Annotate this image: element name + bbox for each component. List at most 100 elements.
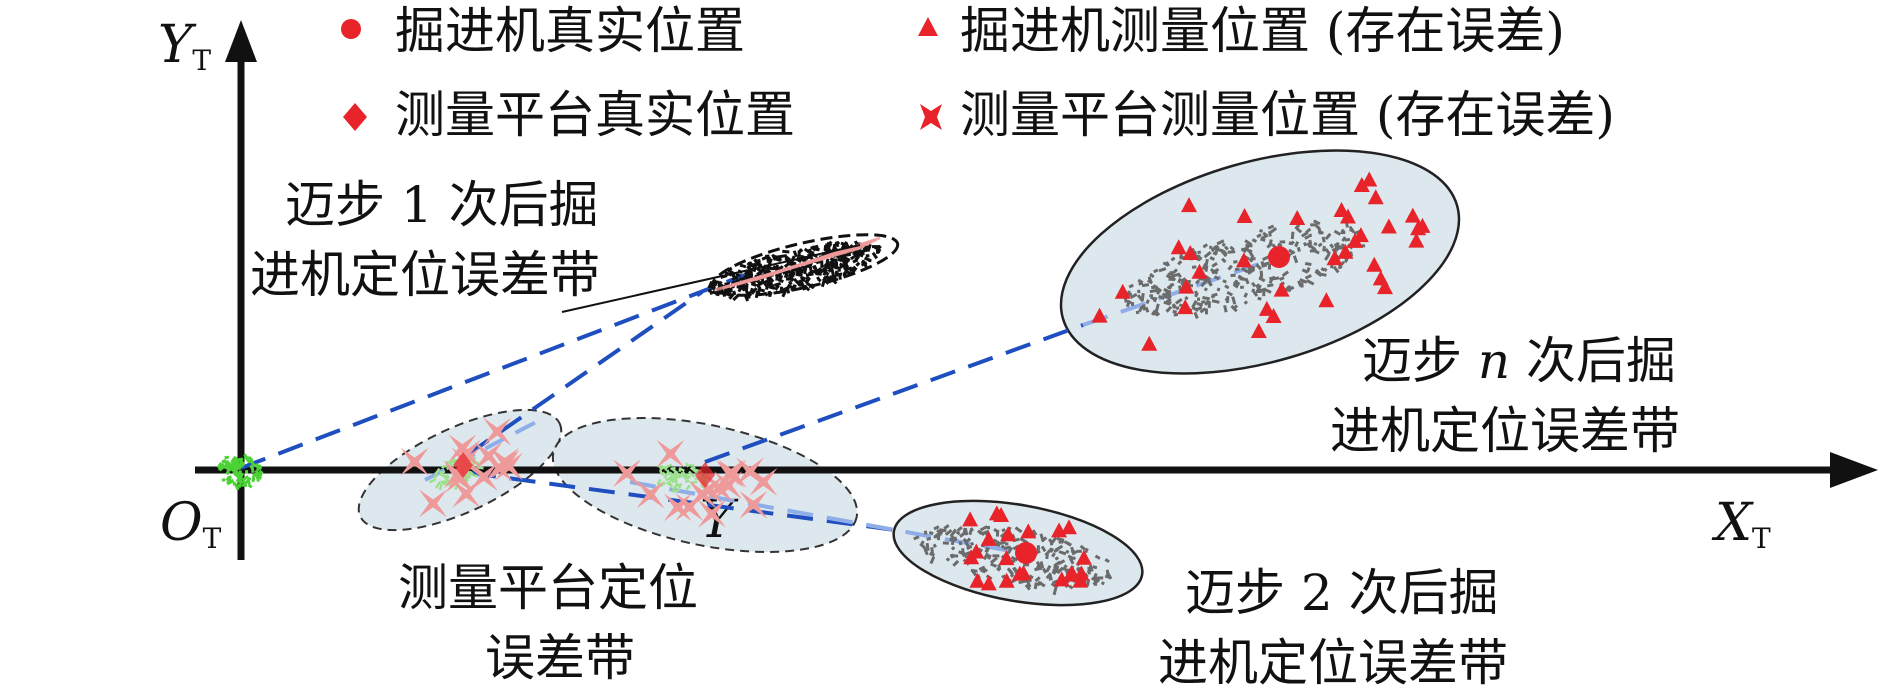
noise-dash xyxy=(740,273,749,282)
noise-dash xyxy=(1268,275,1276,281)
noise-dash xyxy=(1224,284,1230,290)
noise-dash xyxy=(251,477,256,483)
noise-dash xyxy=(779,254,787,259)
noise-dash xyxy=(834,270,839,275)
legend-circle-icon xyxy=(341,19,361,39)
noise-dash xyxy=(1243,300,1249,305)
noise-dash xyxy=(1172,309,1177,314)
noise-dash xyxy=(1010,555,1018,562)
noise-dash xyxy=(728,292,735,300)
noise-dash xyxy=(1295,227,1303,234)
platform-measured-star-marker xyxy=(474,441,503,470)
noise-dash xyxy=(1029,575,1034,580)
noise-dash xyxy=(1202,296,1210,301)
noise-dash xyxy=(827,267,833,273)
noise-dash xyxy=(673,483,679,488)
measured-triangle-marker xyxy=(1265,307,1282,323)
noise-dash xyxy=(740,286,746,292)
noise-dash xyxy=(838,256,845,262)
noise-dash xyxy=(936,529,944,535)
noise-dash xyxy=(723,286,731,294)
noise-dash xyxy=(1053,563,1057,569)
noise-dash xyxy=(749,287,754,293)
platform-measured-star-marker xyxy=(675,492,704,521)
noise-dash xyxy=(1165,297,1172,304)
noise-dash xyxy=(1094,554,1101,560)
noise-dash xyxy=(1063,540,1073,547)
step1-label-line2: 进机定位误差带 xyxy=(250,246,600,304)
measured-triangle-marker xyxy=(1235,252,1252,268)
noise-dash xyxy=(1198,303,1204,308)
noise-dash xyxy=(864,256,871,262)
band-labels: 迈步 1 次后掘 进机定位误差带 迈步 n 次后掘 进机定位误差带 迈步 2 次… xyxy=(250,176,1680,692)
measured-triangle-marker xyxy=(1333,202,1350,218)
noise-dash xyxy=(226,479,232,485)
step1-band-outline xyxy=(710,233,900,297)
noise-dash xyxy=(670,467,679,475)
noise-dash xyxy=(1269,226,1278,234)
noise-dash xyxy=(1324,247,1332,256)
noise-dash xyxy=(1138,281,1144,286)
noise-dash xyxy=(1065,549,1070,554)
measured-triangle-marker xyxy=(969,572,986,588)
noise-dash xyxy=(792,284,797,288)
noise-dash xyxy=(713,290,718,295)
noise-dash xyxy=(1292,255,1299,264)
noise-dash xyxy=(441,464,449,469)
noise-dash xyxy=(1308,244,1317,251)
noise-dash xyxy=(825,271,830,276)
noise-dash xyxy=(978,565,986,571)
noise-dash xyxy=(231,461,236,467)
legend: 掘进机真实位置 掘进机测量位置 (存在误差) 测量平台真实位置 测量平台测量位置… xyxy=(341,2,1615,144)
measured-triangle-marker xyxy=(1410,220,1427,236)
noise-dash xyxy=(1216,239,1225,246)
noise-dash xyxy=(820,263,825,269)
noise-dash xyxy=(1052,587,1058,596)
step2-measured-markers xyxy=(962,505,1092,591)
noise-dash xyxy=(823,245,830,253)
noise-dash xyxy=(812,246,818,252)
noise-dash xyxy=(671,472,677,478)
noise-dash xyxy=(748,263,753,268)
noise-dash xyxy=(1251,288,1256,293)
noise-dash xyxy=(1042,567,1048,574)
measured-triangle-marker xyxy=(1177,299,1194,315)
noise-dash xyxy=(1348,225,1356,234)
noise-dash xyxy=(963,527,969,536)
platform-measured-star-marker xyxy=(636,480,665,509)
noise-dash xyxy=(764,279,769,284)
noise-dash xyxy=(844,256,851,262)
noise-dash xyxy=(925,542,930,551)
noise-dash xyxy=(950,546,956,551)
noise-dash xyxy=(955,530,961,536)
noise-dash xyxy=(1003,545,1011,550)
noise-dash xyxy=(774,284,780,291)
noise-dash xyxy=(1019,537,1028,544)
noise-dash xyxy=(1240,266,1249,274)
noise-dash xyxy=(658,469,664,475)
noise-dash xyxy=(1212,251,1218,256)
noise-dash xyxy=(1267,224,1275,230)
measured-triangle-marker xyxy=(1000,526,1017,542)
noise-dash xyxy=(1278,276,1285,281)
noise-dash xyxy=(1317,230,1324,235)
noise-dash xyxy=(799,248,804,253)
noise-dash xyxy=(792,277,801,286)
noise-dash xyxy=(1262,231,1269,237)
noise-dash xyxy=(1252,290,1259,297)
noise-dash xyxy=(1193,311,1199,320)
noise-dash xyxy=(926,536,932,541)
noise-dash xyxy=(830,262,838,269)
platform-measured-star-marker xyxy=(749,467,778,496)
platform-measured-star-marker xyxy=(697,499,726,528)
noise-dash xyxy=(1313,219,1321,226)
noise-dash xyxy=(862,246,869,253)
noise-dash xyxy=(920,540,925,545)
noise-dash xyxy=(956,526,963,532)
legend-triangle-icon xyxy=(918,17,938,36)
noise-dash xyxy=(656,478,662,486)
noise-dash xyxy=(433,474,439,479)
measured-triangle-marker xyxy=(1376,279,1393,295)
noise-dash xyxy=(1153,268,1159,274)
